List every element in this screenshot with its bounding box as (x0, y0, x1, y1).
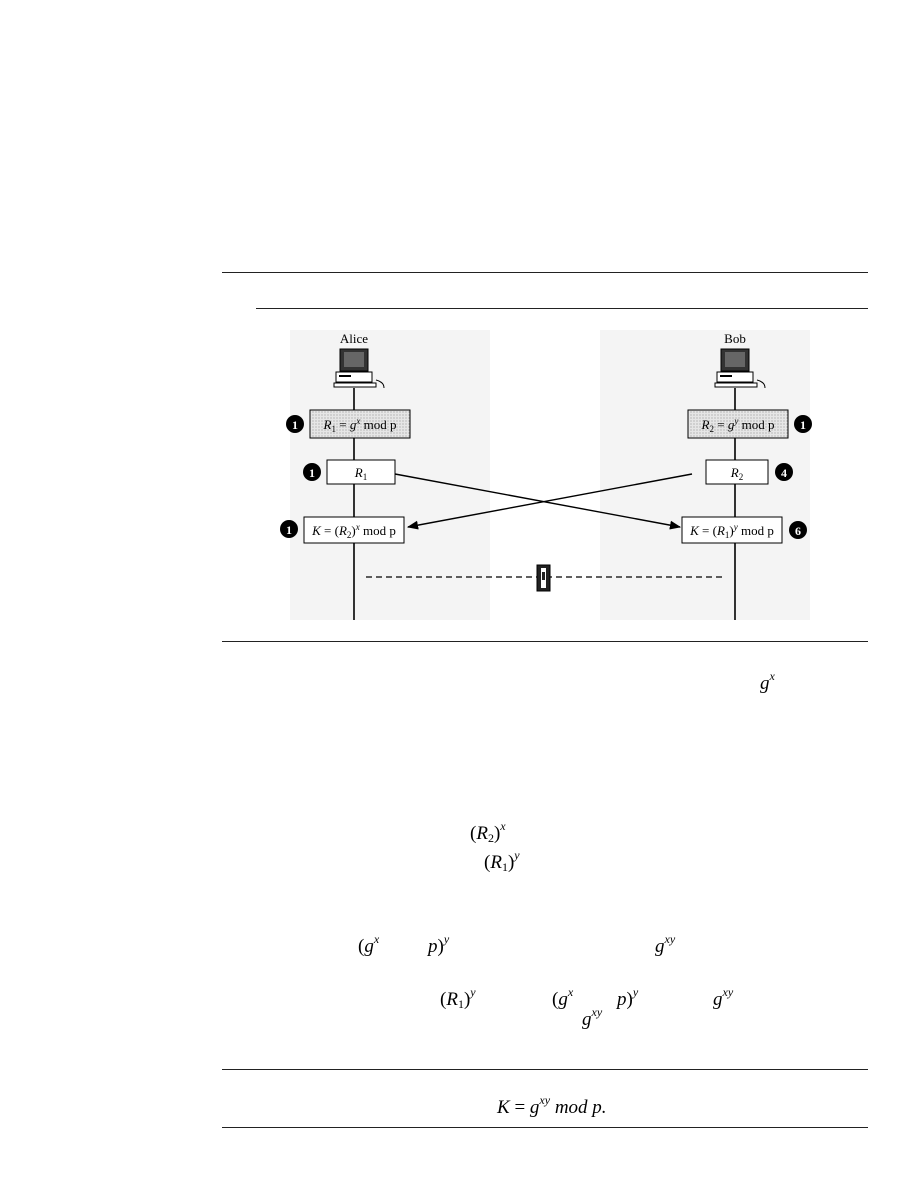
equation-top-rule (222, 1069, 868, 1070)
math-r1y: (R1)y (484, 848, 520, 874)
alice-computer-icon (333, 348, 385, 389)
math-p-close-y-2: p)y (617, 985, 639, 1010)
bob-send-step: R2 4 (705, 459, 793, 485)
alice-label: Alice (340, 331, 368, 346)
alice-r1-message: R1 (354, 465, 367, 482)
bob-r2-formula: R2 = gy mod p (701, 416, 775, 434)
key-icon (536, 564, 551, 592)
math-gxy-2: gxy (713, 985, 734, 1010)
math-p-close-y: p)y (428, 932, 450, 957)
bob-key-step-number: 6 (795, 524, 801, 538)
final-equation: K = gxy mod p. (497, 1093, 607, 1118)
arrow-r1-to-bob (394, 473, 682, 530)
math-gx: gx (760, 669, 775, 694)
bob-key-formula: K = (R1)y mod p (689, 522, 774, 540)
math-r2x: (R2)x (470, 819, 506, 845)
alice-r1-formula: R1 = gx mod p (323, 416, 397, 434)
arrow-r2-to-alice (406, 473, 693, 530)
top-rule (222, 272, 868, 273)
math-gx-2: (gx (552, 985, 574, 1010)
math-gxy-1: gxy (655, 932, 676, 957)
math-gx-open: (gx (358, 932, 380, 957)
alice-key-formula: K = (R2)x mod p (311, 522, 396, 540)
bob-compute-step-number: 1 (800, 418, 806, 432)
alice-send-step: 1 R1 (303, 459, 396, 485)
bob-panel (600, 330, 810, 620)
bob-compute-step: R2 = gy mod p 1 (687, 409, 812, 439)
alice-compute-step: 1 R1 = gx mod p (286, 409, 411, 439)
alice-key-step: 1 K = (R2)x mod p (280, 516, 405, 544)
alice-send-step-number: 1 (309, 466, 315, 480)
bob-r2-message: R2 (730, 465, 743, 482)
alice-compute-step-number: 1 (292, 418, 298, 432)
diffie-hellman-diagram: Alice Bob 1 R1 = gx mod p R2 = gy mod p … (280, 330, 812, 620)
equation-bottom-rule (222, 1127, 868, 1128)
bob-label: Bob (724, 331, 746, 346)
figure-caption-rule (256, 308, 868, 309)
math-gxy-3: gxy (582, 1005, 603, 1030)
bob-computer-icon (714, 348, 766, 389)
math-r1y-2: (R1)y (440, 985, 476, 1011)
bob-send-step-number: 4 (781, 466, 787, 480)
alice-key-step-number: 1 (286, 523, 292, 537)
figure-bottom-rule (222, 641, 868, 642)
bob-key-step: K = (R1)y mod p 6 (681, 516, 807, 544)
